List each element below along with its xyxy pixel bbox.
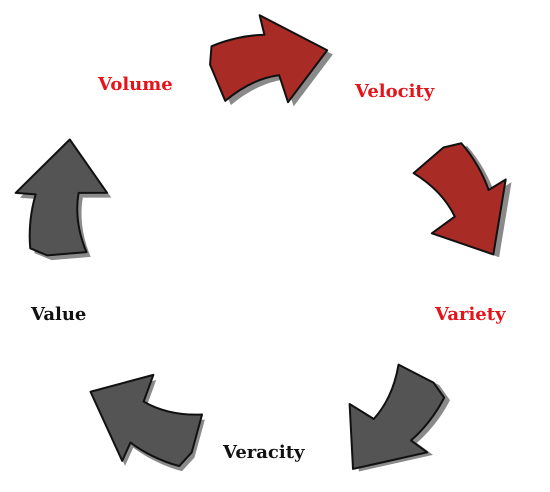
arrow-velocity-to-variety [399,128,539,278]
label-variety: Variety [435,304,506,325]
label-veracity: Veracity [223,442,305,463]
arrow-variety-to-veracity [317,349,471,492]
label-velocity: Velocity [355,81,435,102]
label-value: Value [31,304,87,325]
arrow-volume-to-velocity [203,5,340,117]
arrow-veracity-to-value [67,350,219,492]
label-volume: Volume [98,74,173,95]
arrow-value-to-volume [4,130,120,269]
